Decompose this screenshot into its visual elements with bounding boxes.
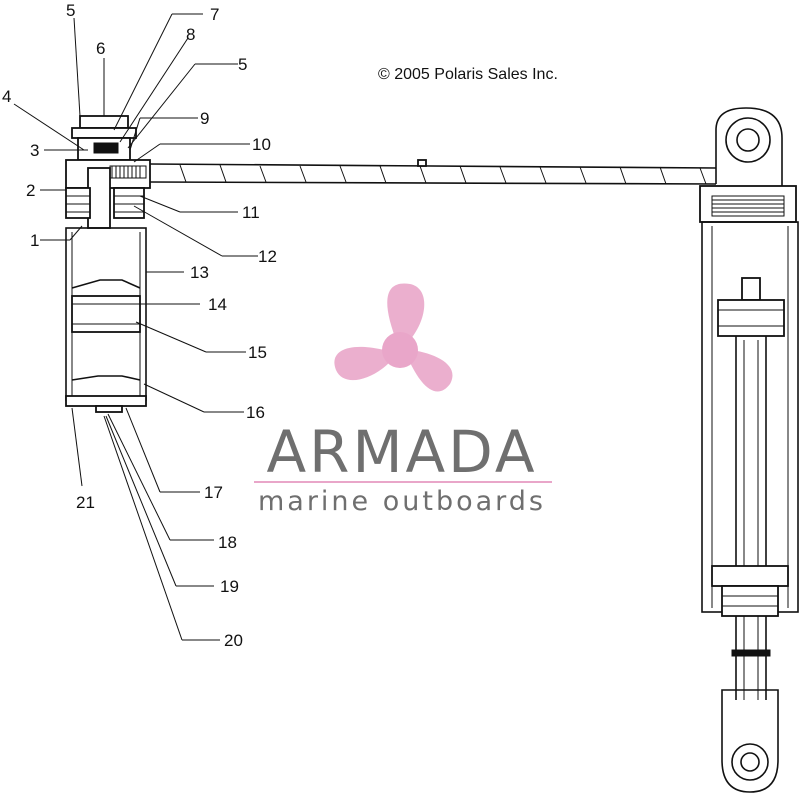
callout-1: 1 [30,231,39,250]
callout-6: 6 [96,39,105,58]
callout-8: 8 [186,25,195,44]
callout-11: 11 [242,203,260,222]
callout-labels: 1 2 3 4 5 5 6 7 8 9 10 11 12 13 14 15 16… [2,1,277,650]
copyright-text: © 2005 Polaris Sales Inc. [378,66,558,83]
main-shock-body [699,107,799,793]
reservoir-canister [65,115,151,413]
callout-14: 14 [208,295,227,314]
callout-10: 10 [252,135,271,154]
callout-4: 4 [2,87,11,106]
callout-13: 13 [190,263,209,282]
watermark: ARMADA marine outboards [254,283,552,517]
callout-5-top: 5 [66,1,75,20]
callout-7: 7 [210,5,219,24]
watermark-subtitle: marine outboards [258,486,546,517]
callout-15: 15 [248,343,267,362]
watermark-title: ARMADA [266,418,537,486]
callout-16: 16 [246,403,265,422]
callout-21: 21 [76,493,95,512]
propeller-icon [334,283,453,392]
connecting-hose [149,159,717,185]
callout-20: 20 [224,631,243,650]
callout-17: 17 [204,483,223,502]
callout-18: 18 [218,533,237,552]
callout-19: 19 [220,577,239,596]
callout-9: 9 [200,109,209,128]
callout-5-right: 5 [238,55,247,74]
callout-3: 3 [30,141,39,160]
callout-12: 12 [258,247,277,266]
callout-2: 2 [26,181,35,200]
leader-lines [13,13,258,641]
